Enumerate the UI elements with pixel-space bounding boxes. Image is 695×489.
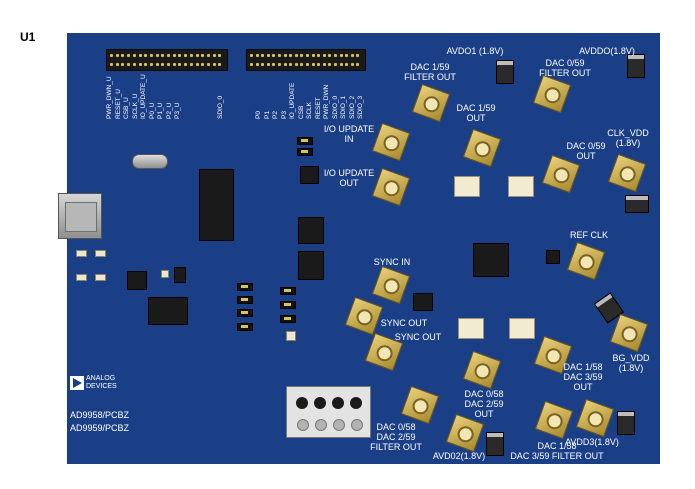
pin-label-p3-u: P3_U [174, 102, 181, 119]
ref-clk-chip [546, 250, 560, 264]
label-avddo: AVDDO(1.8V) [579, 46, 635, 56]
label-dac058-259-filter-out: DAC 0/58 DAC 2/59 FILTER OUT [370, 422, 422, 452]
analog-devices-logo-icon [70, 376, 84, 390]
led-1 [76, 250, 87, 257]
jumper-1 [297, 137, 313, 145]
label-avdd01: AVDO1 (1.8V) [446, 46, 504, 56]
transformer-3 [458, 318, 484, 339]
label-sync-out-2: SYNC OUT [394, 332, 442, 342]
pin-label-csb: CSB [297, 105, 305, 119]
label-io-update-in: I/O UPDATE IN [323, 124, 375, 144]
label-dac059-out: DAC 0/59 OUT [566, 141, 606, 161]
label-io-update-out: I/O UPDATE OUT [323, 168, 375, 188]
label-bg-vdd: BG_VDD (1.8V) [612, 353, 650, 373]
label-ref-clk: REF CLK [569, 230, 608, 240]
label-dac159-filter-out: DAC 1/59 FILTER OUT [404, 62, 456, 82]
pin-label-io-update-u: IO_UPDATE_U [140, 74, 147, 119]
jumper-2 [297, 148, 313, 156]
transformer-4 [509, 318, 535, 339]
label-clk-vdd: CLK_VDD (1.8V) [607, 128, 649, 148]
jumper-7 [280, 287, 296, 295]
led-2 [95, 250, 106, 257]
small-chip-1 [127, 271, 147, 290]
pin-label-p3: P3 [280, 111, 288, 119]
label-dac158-359-filter-out: DAC 1/58 DAC 3/59 FILTER OUT [510, 441, 604, 461]
jumper-8 [280, 301, 296, 309]
regulator-avdd2 [486, 432, 504, 456]
jumper-9 [280, 315, 296, 323]
pin-label-sdio-1: SDIO_1 [340, 95, 347, 119]
label-sync-out-1: SYNC OUT [380, 318, 428, 328]
crystal-oscillator [132, 154, 168, 169]
pad-1 [286, 331, 296, 341]
pin-label-io-update: IO_UPDATE [289, 82, 296, 119]
model-name-line1: AD9958/PCBZ [70, 410, 130, 420]
usb-connector [58, 193, 102, 239]
pin-label-pwr-dwn-u: PWR_DWN_U [106, 76, 113, 119]
regulator-avdd01 [496, 60, 514, 84]
jumper-6 [237, 323, 253, 331]
brand-name-line2: DEVICES [86, 383, 117, 390]
led-4 [95, 274, 106, 281]
left-pin-header [106, 49, 228, 71]
label-sync-in: SYNC IN [373, 257, 411, 267]
pin-label-p0: P0 [255, 111, 262, 119]
microcontroller-chip [199, 169, 234, 241]
buffer-chip-1 [298, 217, 324, 244]
eeprom-chip [148, 297, 188, 325]
pin-label-p1-u: P1_U [157, 102, 164, 119]
pin-label-sclk-u: SCLK_U [131, 93, 139, 119]
led-5 [161, 270, 169, 278]
regulator-avdd3 [617, 411, 635, 435]
regulator-clk-vdd [625, 195, 649, 213]
pin-label-reset: RESET [314, 97, 322, 119]
pin-label-p2: P2 [272, 111, 279, 119]
pin-label-pwr-dwn: PWR_DWN [323, 84, 330, 119]
label-dac059-filter-out: DAC 0/59 FILTER OUT [539, 58, 591, 78]
jumper-4 [237, 296, 253, 304]
led-3 [76, 274, 87, 281]
jumper-3 [237, 283, 253, 291]
label-avdd3: AVDD3(1.8V) [565, 437, 619, 447]
label-dac058-259-out: DAC 0/58 DAC 2/59 OUT [464, 389, 504, 419]
jumper-5 [237, 309, 253, 317]
dds-chip [473, 243, 509, 277]
pin-label-csb-u: CSB_U [123, 97, 130, 119]
pin-label-reset-u: RESET_U [114, 89, 122, 119]
sync-buffer-chip [413, 293, 433, 311]
label-dac158-359-out: DAC 1/58 DAC 3/59 OUT [563, 362, 603, 392]
figure-label: U1 [20, 30, 36, 44]
right-pin-header [246, 49, 366, 71]
pin-label-p2-u: P2_U [165, 102, 173, 119]
power-terminal-block [286, 386, 371, 438]
pin-label-sdio-2: SDIO_2 [348, 95, 356, 119]
buffer-chip-2 [298, 251, 324, 280]
pin-label-sclk: SCLK [306, 102, 313, 119]
transistor [174, 267, 186, 283]
pin-label-p1: P1 [263, 111, 271, 119]
regulator-avddo [627, 54, 645, 78]
pin-label-sdio-0: SDIO_0 [331, 95, 339, 119]
transformer-2 [508, 176, 534, 197]
pin-label-p0-u: P0_U [148, 102, 156, 119]
transformer-1 [454, 176, 480, 197]
brand-name-line1: ANALOG [86, 375, 116, 382]
model-name-line2: AD9959/PCBZ [70, 423, 130, 433]
label-dac159-out: DAC 1/59 OUT [456, 103, 496, 123]
small-chip-2 [300, 166, 319, 184]
label-avdd2: AVD02(1.8V) [432, 451, 486, 461]
pin-label-sdio-0-left: SDIO_0 [217, 95, 224, 119]
pin-label-sdio-3: SDIO_3 [357, 95, 364, 119]
